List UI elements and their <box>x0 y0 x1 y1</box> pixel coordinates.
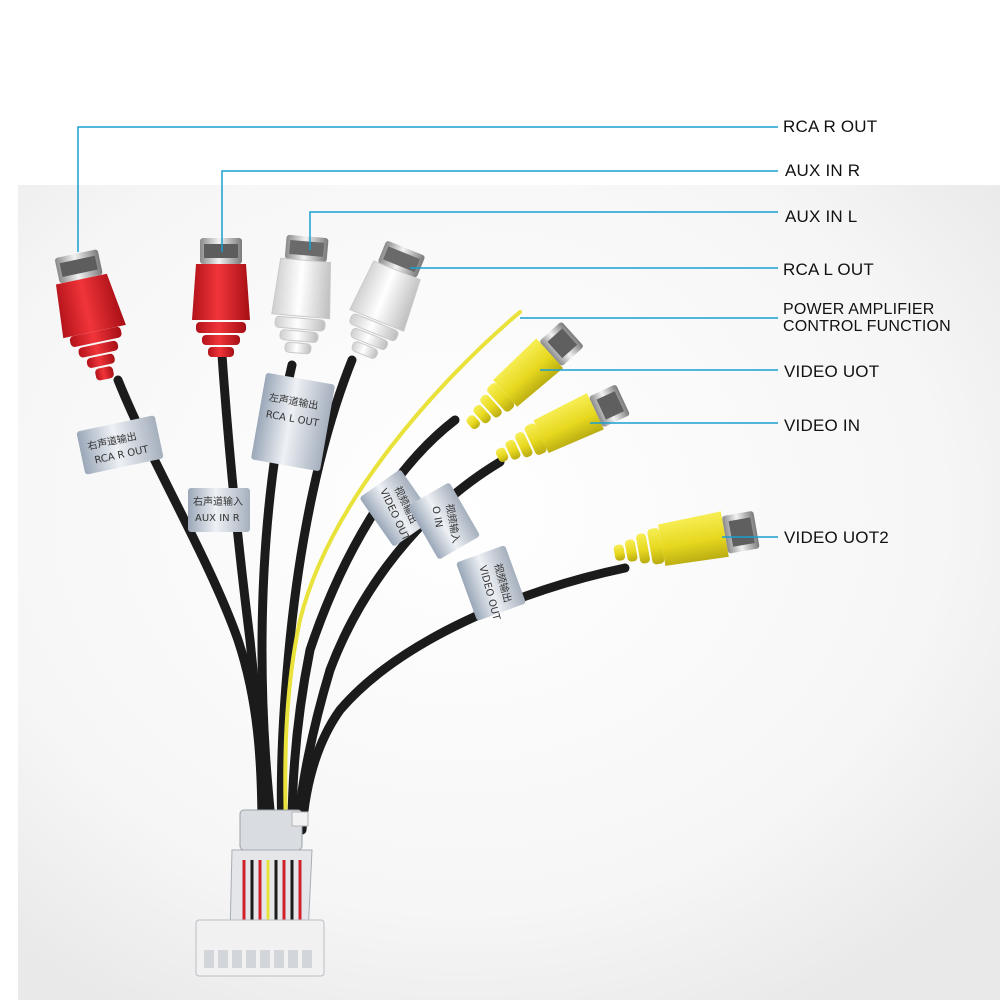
cable-tag-video-out2: 视频输出 VIDEO OUT <box>456 545 526 622</box>
cable-tag-rca-l-out: 左声道输出 RCA L OUT <box>251 373 335 471</box>
plug-aux-in-l <box>271 234 332 355</box>
cable-tag-rca-r-out: 右声道输出 RCA R OUT <box>76 415 164 475</box>
harness-connector <box>195 809 325 977</box>
leader-aux-in-l <box>309 211 778 250</box>
leader-lines <box>77 126 778 538</box>
tag-text-cn: 右声道输入 <box>193 495 243 508</box>
plug-video-uot <box>466 322 583 430</box>
tag-text-en: AUX IN R <box>195 513 240 524</box>
leader-rca-r-out <box>77 126 778 252</box>
label-text: VIDEO UOT <box>784 362 880 381</box>
label-text: VIDEO UOT2 <box>784 528 889 547</box>
tag-text-en: O IN <box>429 505 444 528</box>
cable-tag-video-in: 视频输入 O IN <box>408 483 480 559</box>
label-video-uot: VIDEO UOT <box>784 363 879 381</box>
label-rca-l-out: RCA L OUT <box>783 261 874 279</box>
label-video-in: VIDEO IN <box>784 417 860 435</box>
label-text-line-1: POWER AMPLIFIER <box>783 301 935 318</box>
label-video-uot2: VIDEO UOT2 <box>784 529 889 547</box>
label-aux-in-r: AUX IN R <box>785 162 860 180</box>
label-rca-r-out: RCA R OUT <box>783 118 877 136</box>
plug-aux-in-r <box>192 238 250 357</box>
plug-video-in <box>495 385 630 462</box>
label-text: AUX IN R <box>785 161 861 180</box>
plug-video-uot2 <box>613 511 760 566</box>
label-text: RCA L OUT <box>783 260 874 279</box>
label-text: VIDEO IN <box>784 416 861 435</box>
label-power-amplifier: POWER AMPLIFIER CONTROL FUNCTION <box>783 301 951 335</box>
plug-rca-l-out <box>349 241 425 359</box>
label-text: RCA R OUT <box>783 117 878 136</box>
plug-rca-r-out <box>55 249 126 381</box>
label-text-line-2: CONTROL FUNCTION <box>783 318 951 335</box>
leader-aux-in-r <box>221 170 778 252</box>
label-text: AUX IN L <box>785 207 858 226</box>
label-aux-in-l: AUX IN L <box>785 208 857 226</box>
cable-tag-aux-in-r: 右声道输入 AUX IN R <box>188 488 250 532</box>
